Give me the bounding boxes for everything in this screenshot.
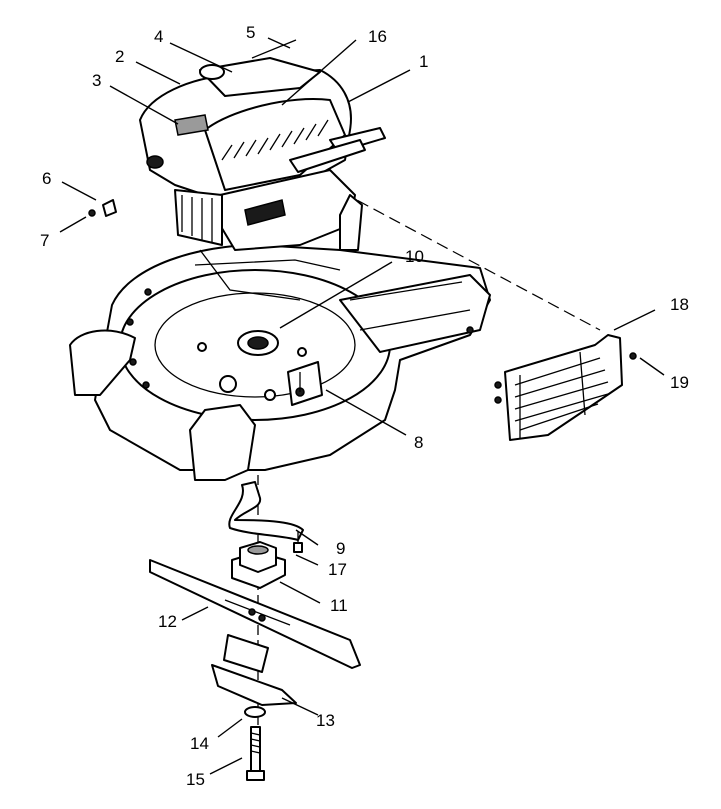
callout-10: 10 [405,247,424,266]
callout-7: 7 [40,231,49,250]
mower-deck [69,244,491,481]
part-12-blade [149,559,361,669]
grass-bag [504,334,623,441]
callout-8: 8 [414,433,423,452]
callout-5: 5 [246,23,255,42]
engine-assembly [139,39,386,251]
part-9-baffle-bracket [228,481,304,541]
part-11-blade-adapter [231,541,286,589]
callout-3: 3 [92,71,101,90]
callout-15: 15 [186,770,205,789]
callout-19: 19 [670,373,689,392]
part-8-adjuster [287,361,323,406]
callout-1: 1 [419,52,428,71]
callout-13: 13 [316,711,335,730]
callout-9: 9 [336,539,345,558]
callout-2: 2 [115,47,124,66]
callout-17: 17 [328,560,347,579]
part-14-washer [244,706,266,718]
part-15-bolt [246,726,265,781]
callout-14: 14 [190,734,209,753]
callout-6: 6 [42,169,51,188]
callout-4: 4 [154,27,163,46]
leader-lines [59,37,665,775]
part-6-bracket [102,199,117,217]
part-13-blade-stiffener [211,634,297,706]
part-7-screw [88,209,96,217]
callout-18: 18 [670,295,689,314]
callout-16: 16 [368,27,387,46]
callout-12: 12 [158,612,177,631]
callout-11: 11 [330,596,348,615]
part-17-screw [293,531,303,553]
part-19-screws [494,352,637,404]
